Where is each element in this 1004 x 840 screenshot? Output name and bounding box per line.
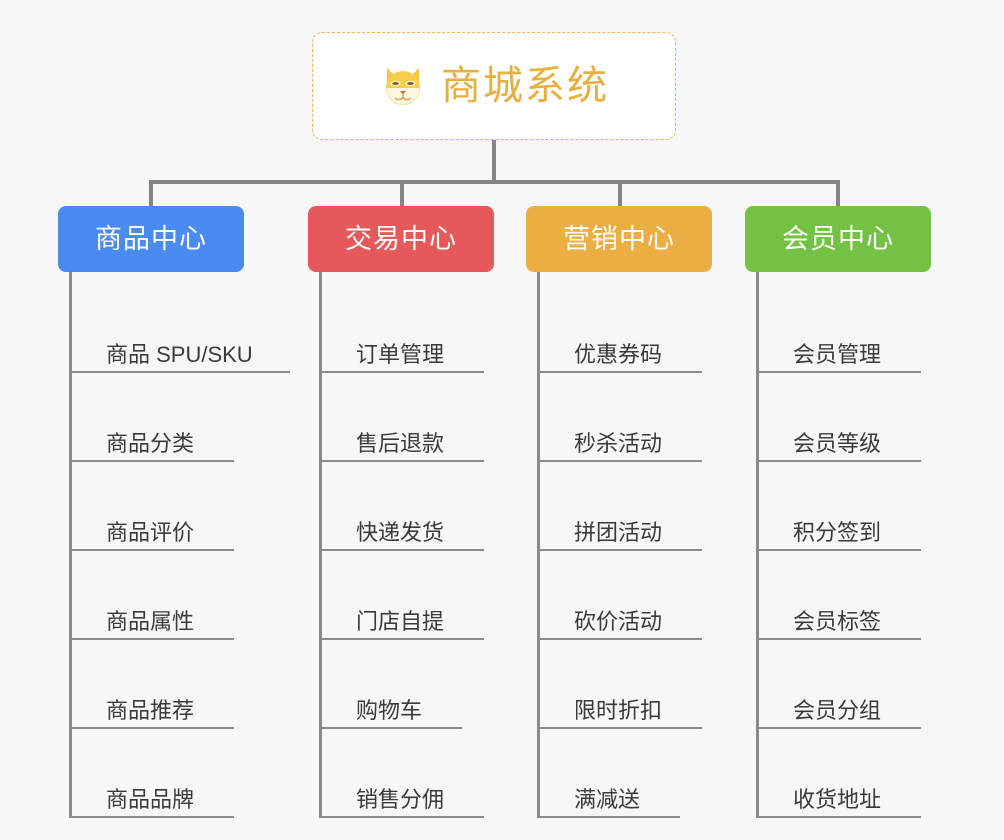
leaf-item[interactable]: 限时折扣 [540,640,702,729]
leaf-label: 会员标签 [793,608,882,634]
leaf-label: 限时折扣 [574,697,663,723]
leaf-item[interactable]: 积分签到 [759,462,921,551]
branch-column-3: 营销中心 优惠券码 秒杀活动 拼团活动 砍价活动 限时折扣 满减送 [526,206,712,818]
leaf-label: 积分签到 [793,519,882,545]
branch-header-label-3: 营销中心 [563,223,675,254]
leaf-label: 优惠券码 [574,341,663,367]
leaf-label: 商品品牌 [106,786,195,812]
leaf-item[interactable]: 商品推荐 [72,640,234,729]
branch-body-1: 商品 SPU/SKU 商品分类 商品评价 商品属性 商品推荐 商品品牌 [69,272,290,818]
root-title: 商城系统 [441,64,609,108]
root-node[interactable]: 商城系统 [312,32,676,140]
dog-face-icon [379,62,427,110]
leaf-item[interactable]: 会员等级 [759,373,921,462]
leaf-item[interactable]: 门店自提 [322,551,484,640]
leaf-item[interactable]: 商品属性 [72,551,234,640]
leaf-label: 销售分佣 [356,786,445,812]
leaf-item[interactable]: 会员管理 [759,284,921,373]
leaf-label: 商品分类 [106,430,195,456]
leaf-label: 拼团活动 [574,519,663,545]
leaf-label: 门店自提 [356,608,445,634]
branch-column-2: 交易中心 订单管理 售后退款 快递发货 门店自提 购物车 销售分佣 [308,206,494,818]
leaf-item[interactable]: 购物车 [322,640,462,729]
leaf-item[interactable]: 优惠券码 [540,284,702,373]
leaf-label: 会员等级 [793,430,882,456]
leaf-item[interactable]: 满减送 [540,729,680,818]
trunk-drop-connector-1 [149,180,153,208]
trunk-drop-connector-4 [836,180,840,208]
leaf-label: 购物车 [356,697,423,723]
leaf-label: 秒杀活动 [574,430,663,456]
leaf-item[interactable]: 商品品牌 [72,729,234,818]
leaf-label: 商品 SPU/SKU [106,341,253,367]
trunk-drop-connector-2 [400,180,404,208]
leaf-label: 会员分组 [793,697,882,723]
branch-header-4[interactable]: 会员中心 [745,206,931,272]
leaf-item[interactable]: 秒杀活动 [540,373,702,462]
leaf-label: 会员管理 [793,341,882,367]
branch-header-1[interactable]: 商品中心 [58,206,244,272]
branch-header-label-4: 会员中心 [782,223,894,254]
branch-body-4: 会员管理 会员等级 积分签到 会员标签 会员分组 收货地址 [756,272,931,818]
branch-header-label-1: 商品中心 [95,223,207,254]
branch-body-2: 订单管理 售后退款 快递发货 门店自提 购物车 销售分佣 [319,272,494,818]
leaf-item[interactable]: 快递发货 [322,462,484,551]
leaf-item[interactable]: 商品分类 [72,373,234,462]
branch-column-4: 会员中心 会员管理 会员等级 积分签到 会员标签 会员分组 收货地址 [745,206,931,818]
leaf-item[interactable]: 售后退款 [322,373,484,462]
branch-header-2[interactable]: 交易中心 [308,206,494,272]
branch-header-3[interactable]: 营销中心 [526,206,712,272]
branch-body-3: 优惠券码 秒杀活动 拼团活动 砍价活动 限时折扣 满减送 [537,272,712,818]
leaf-item[interactable]: 会员分组 [759,640,921,729]
trunk-stem-connector [492,140,496,184]
trunk-horizontal-connector [149,180,840,184]
leaf-item[interactable]: 销售分佣 [322,729,484,818]
leaf-label: 商品属性 [106,608,195,634]
leaf-item[interactable]: 订单管理 [322,284,484,373]
branch-header-label-2: 交易中心 [345,223,457,254]
leaf-label: 快递发货 [356,519,445,545]
leaf-label: 收货地址 [793,786,882,812]
leaf-label: 满减送 [574,786,641,812]
leaf-item[interactable]: 商品 SPU/SKU [72,284,290,373]
leaf-label: 订单管理 [356,341,445,367]
trunk-drop-connector-3 [618,180,622,208]
leaf-label: 售后退款 [356,430,445,456]
leaf-item[interactable]: 砍价活动 [540,551,702,640]
leaf-label: 商品评价 [106,519,195,545]
leaf-label: 商品推荐 [106,697,195,723]
leaf-item[interactable]: 商品评价 [72,462,234,551]
leaf-item[interactable]: 拼团活动 [540,462,702,551]
leaf-item[interactable]: 收货地址 [759,729,921,818]
leaf-item[interactable]: 会员标签 [759,551,921,640]
branch-column-1: 商品中心 商品 SPU/SKU 商品分类 商品评价 商品属性 商品推荐 商品品牌 [58,206,290,818]
leaf-label: 砍价活动 [574,608,663,634]
